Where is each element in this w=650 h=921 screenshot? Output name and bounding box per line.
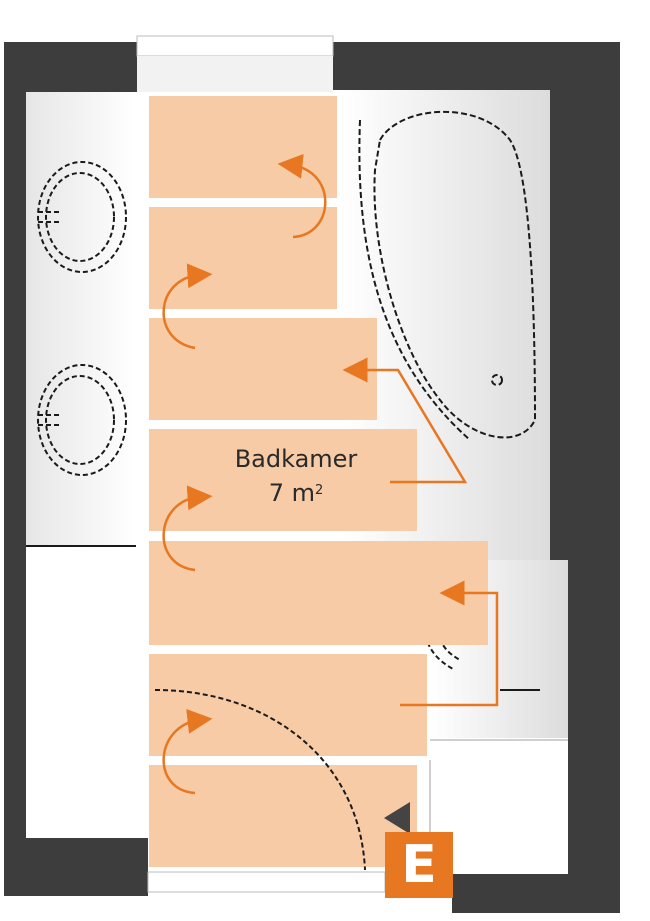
- rotation-arrow-icon: [277, 153, 327, 239]
- leader-lines: [342, 357, 499, 707]
- entry-triangle-icon: [384, 802, 410, 834]
- floor-panels: [149, 96, 488, 867]
- sink-icon: [37, 161, 127, 273]
- room-area-value: 7 m: [268, 479, 315, 507]
- top-opening: [136, 35, 334, 92]
- door-swing-icon: [154, 689, 366, 871]
- wall-right-upper: [550, 42, 620, 562]
- wall-left: [4, 42, 26, 896]
- wall-bottom-left: [4, 838, 148, 896]
- wall-top-left: [4, 42, 137, 92]
- floor-panel: [149, 765, 417, 867]
- floor-left-shade: [26, 92, 136, 546]
- bathtub-icon: [358, 110, 537, 441]
- rotation-arrows: [162, 153, 327, 795]
- floor-panel: [149, 429, 417, 531]
- floor-panel: [149, 654, 427, 756]
- room-label: Badkamer 7 m2: [216, 442, 376, 510]
- bottom-opening: [147, 871, 386, 893]
- rotation-arrow-icon: [162, 263, 213, 350]
- floor-panel: [149, 207, 337, 309]
- walls: [4, 42, 620, 913]
- room-area-exponent: 2: [315, 483, 324, 498]
- wall-right-lower: [568, 562, 620, 913]
- sink-icon: [37, 364, 127, 476]
- floor-panel: [149, 541, 488, 645]
- room-area: 7 m2: [216, 476, 376, 510]
- room-name: Badkamer: [234, 445, 358, 473]
- rotation-arrow-icon: [162, 485, 213, 572]
- floor-panel: [149, 96, 337, 198]
- leader-line-shower: [400, 580, 499, 707]
- wall-bottom-right: [452, 874, 620, 913]
- rotation-arrow-icon: [162, 708, 213, 795]
- floor-panel: [149, 318, 377, 420]
- leader-line-bathtub: [342, 357, 468, 484]
- entry-badge: E: [385, 832, 453, 898]
